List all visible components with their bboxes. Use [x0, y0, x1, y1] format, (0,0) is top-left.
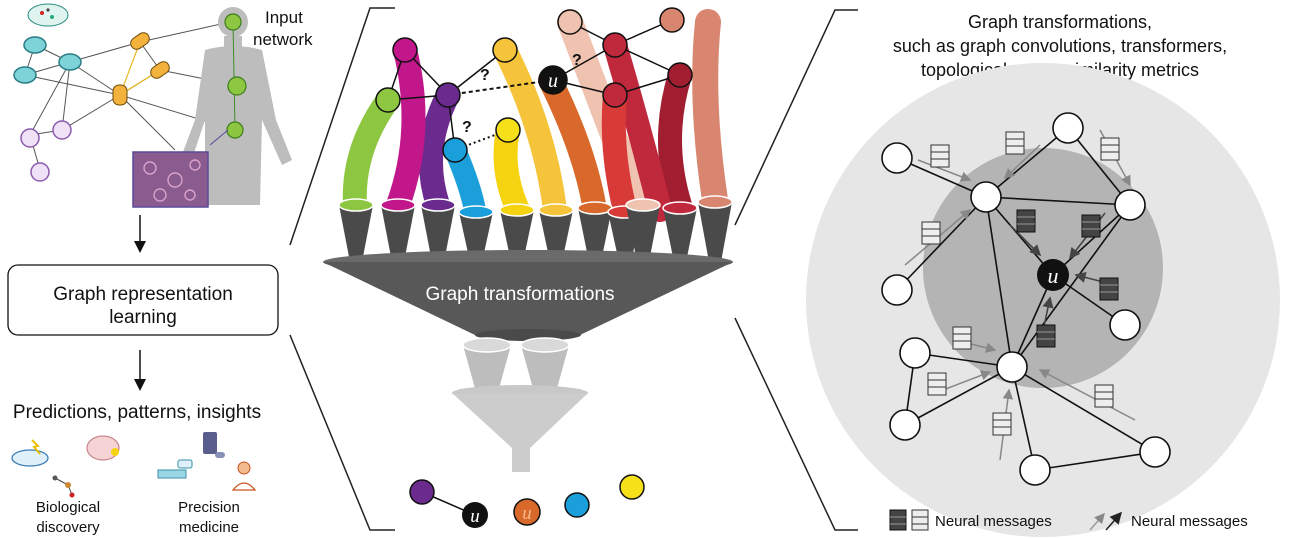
embedding-tubes — [342, 9, 728, 222]
question-mark-3: ? — [462, 119, 472, 136]
tissue-histology-image — [132, 151, 209, 208]
biological-discovery-label-2: discovery — [36, 519, 100, 536]
left-panel: Input network Graph representation learn… — [7, 3, 313, 536]
biological-discovery-label-1: Biological — [36, 499, 100, 516]
main-funnel — [323, 262, 733, 335]
zoom-bracket-top — [289, 7, 395, 246]
light-message-legend-icon — [911, 509, 929, 531]
zoom-bracket-right-top — [734, 9, 858, 226]
precision-medicine-label-2: medicine — [179, 519, 239, 536]
zoom-bracket-right-bottom — [734, 317, 858, 531]
cone-funnels — [338, 195, 733, 262]
outputs-heading: Predictions, patterns, insights — [13, 402, 261, 423]
molecule-icon — [52, 475, 75, 498]
microbe-node-icon — [13, 36, 82, 84]
node-u-label: u — [548, 70, 558, 92]
legend: Neural messages Neural messages — [889, 509, 1248, 531]
question-mark-2: ? — [572, 52, 582, 69]
question-mark-1: ? — [480, 67, 490, 84]
grl-label-line2: learning — [109, 307, 177, 328]
legend-neural-messages-2: Neural messages — [1131, 513, 1248, 530]
brain-organ-icon — [224, 13, 242, 31]
center-node-u-label: u — [1048, 263, 1059, 288]
right-title-line2: such as graph convolutions, transformers… — [893, 36, 1227, 56]
light-arrow-legend-icon — [1089, 512, 1105, 531]
output-embeddings: u u — [409, 474, 645, 528]
message-graph-nodes — [881, 112, 1171, 486]
right-title-line1: Graph transformations, — [968, 12, 1152, 32]
doctor-icon — [231, 461, 257, 491]
gut-organ-icon — [226, 121, 244, 139]
grl-label-line1: Graph representation — [53, 284, 233, 305]
graph-representation-learning-box — [7, 264, 279, 336]
heart-organ-icon — [227, 76, 247, 96]
pill-node-icon — [112, 32, 170, 106]
right-panel: Graph transformations, such as graph con… — [734, 9, 1280, 537]
dark-message-box-icon — [1016, 209, 1119, 348]
hospital-bed-icon — [157, 459, 193, 479]
funnel-label: Graph transformations — [425, 284, 614, 305]
input-network-label-2: network — [253, 30, 313, 49]
dna-node-icon — [20, 120, 72, 182]
dark-message-legend-icon — [889, 509, 907, 531]
brain-lightning-icon — [86, 435, 120, 461]
output-u-label-orange: u — [522, 503, 532, 524]
precision-medicine-label-1: Precision — [178, 499, 240, 516]
dark-arrow-legend-icon — [1105, 511, 1122, 531]
molecule-bubble-icon — [27, 3, 69, 27]
node-u — [538, 65, 568, 95]
zoom-bracket-bottom — [289, 334, 395, 531]
input-network-label: Input — [265, 8, 303, 27]
legend-neural-messages-1: Neural messages — [935, 513, 1052, 530]
message-graph-edges — [896, 127, 1156, 471]
secondary-cones — [462, 337, 570, 392]
center-panel: Graph transformations — [289, 7, 733, 531]
petri-dish-icon — [11, 439, 49, 467]
light-message-box-icon — [921, 131, 1120, 436]
output-u-label-dark: u — [470, 506, 480, 527]
center-node-u — [1037, 259, 1069, 291]
medicine-bottle-icon — [203, 432, 225, 458]
top-graph-nodes — [375, 7, 693, 163]
